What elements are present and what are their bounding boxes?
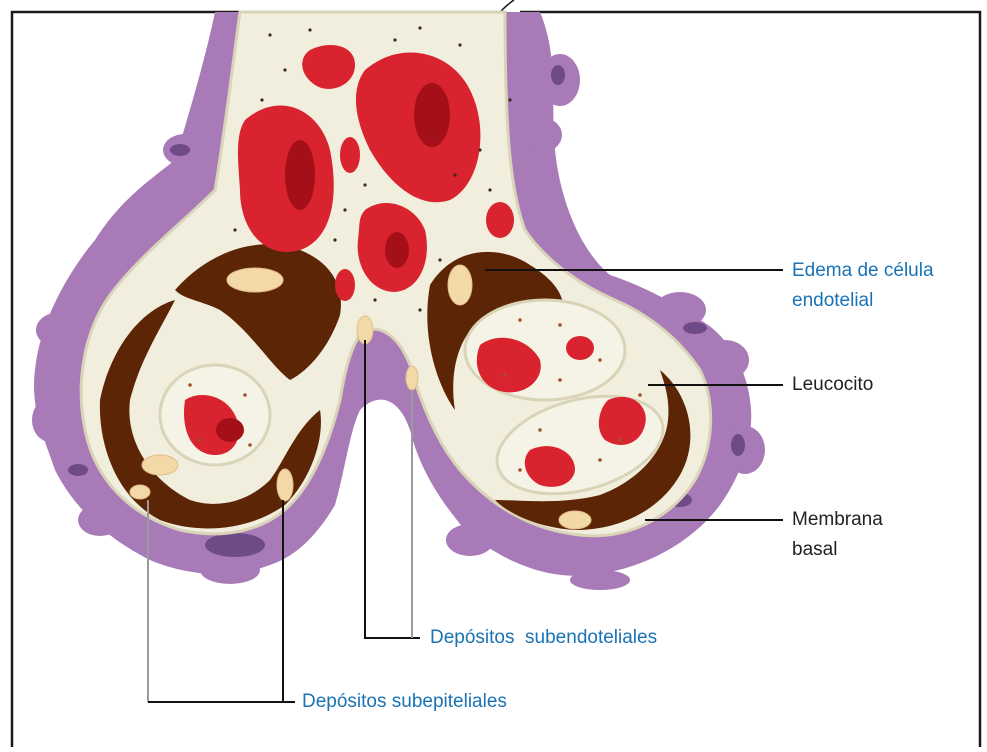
frame-notch: [500, 0, 514, 12]
label-depositos-subepiteliales: Depósitos subepiteliales: [302, 689, 507, 715]
label-leucocito: Leucocito: [792, 372, 873, 398]
label-membrana-line2: basal: [792, 537, 837, 563]
label-depositos-subendoteliales: Depósitos subendoteliales: [430, 625, 657, 651]
label-membrana-line1: Membrana: [792, 507, 883, 533]
label-edema-line1: Edema de célula: [792, 258, 934, 284]
label-edema-line2: endotelial: [792, 288, 873, 314]
